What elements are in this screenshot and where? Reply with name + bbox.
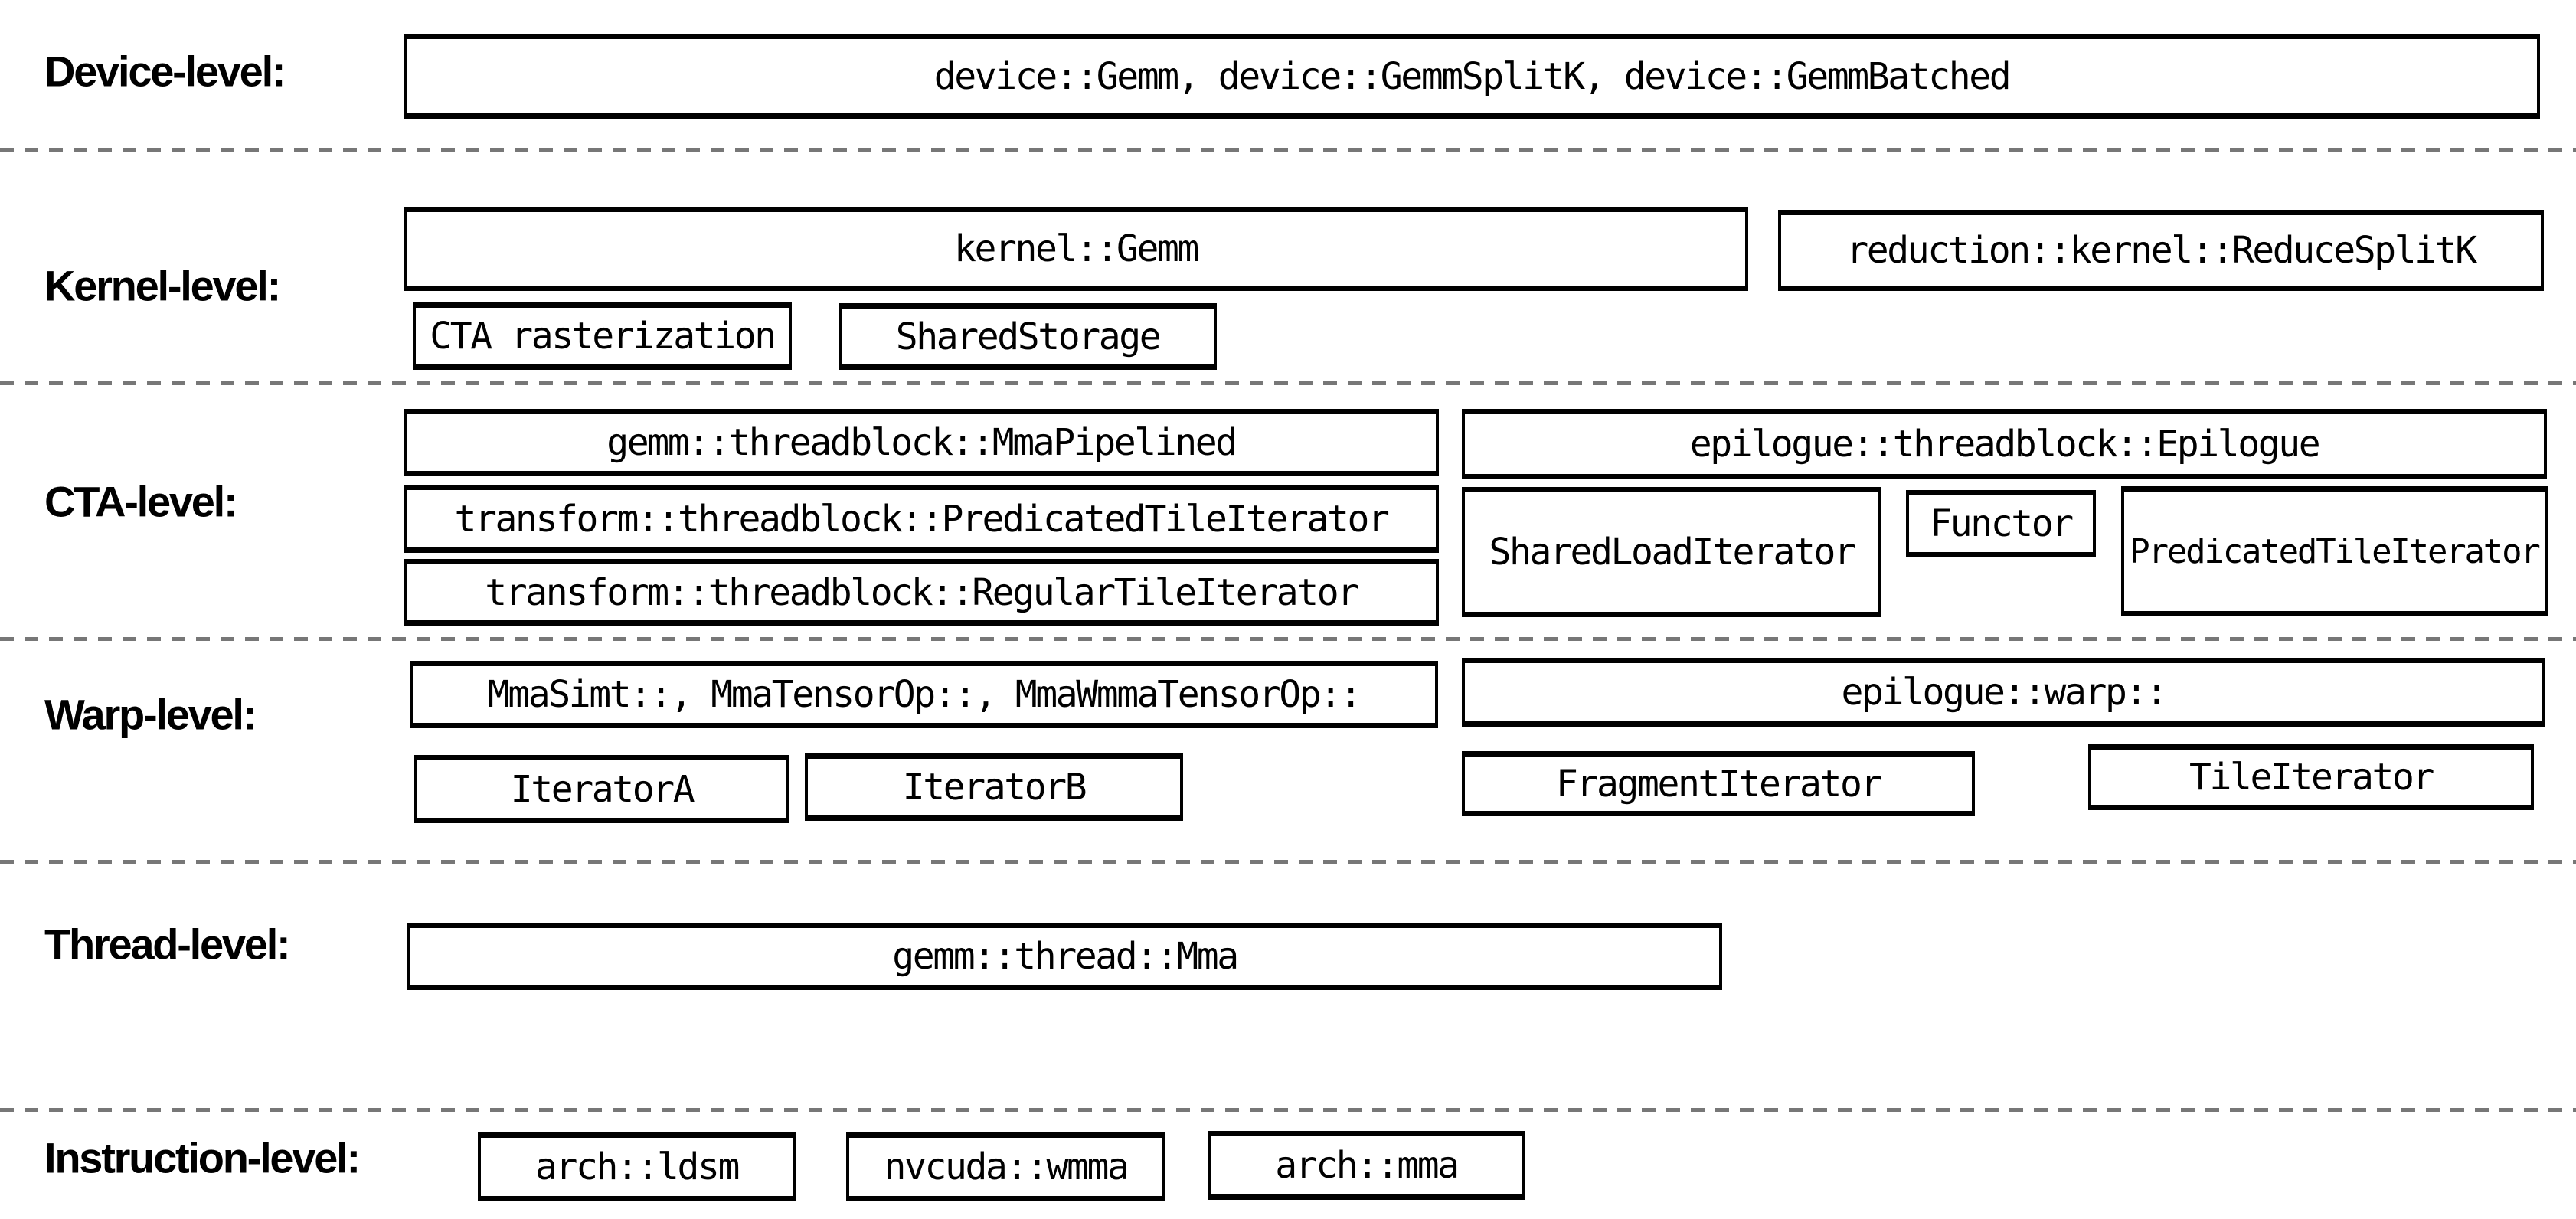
- box-text: nvcuda::wmma: [884, 1145, 1129, 1188]
- box-warp-mma-variants: MmaSimt::, MmaTensorOp::, MmaWmmaTensorO…: [410, 661, 1438, 728]
- box-text: arch::mma: [1275, 1144, 1460, 1187]
- box-transform-predicated-tile-iterator: transform::threadblock::PredicatedTileIt…: [404, 485, 1439, 553]
- box-cta-rasterization: CTA rasterization: [413, 302, 792, 370]
- box-text: transform::threadblock::RegularTileItera…: [485, 570, 1359, 614]
- level-label-thread: Thread-level:: [44, 920, 291, 969]
- box-text: IteratorB: [902, 766, 1087, 809]
- box-text: SharedLoadIterator: [1489, 531, 1856, 574]
- box-text: transform::threadblock::PredicatedTileIt…: [454, 497, 1390, 541]
- box-iterator-a: IteratorA: [414, 755, 789, 823]
- box-nvcuda-wmma: nvcuda::wmma: [846, 1132, 1165, 1201]
- box-functor: Functor: [1906, 490, 2096, 557]
- box-text: epilogue::warp::: [1841, 671, 2168, 714]
- level-separator: [0, 637, 2576, 641]
- level-label-cta: CTA-level:: [44, 477, 238, 526]
- box-text: gemm::thread::Mma: [892, 935, 1239, 978]
- box-mma-pipelined: gemm::threadblock::MmaPipelined: [404, 409, 1439, 476]
- level-label-instruction: Instruction-level:: [44, 1133, 361, 1182]
- box-thread-mma: gemm::thread::Mma: [407, 923, 1722, 990]
- box-shared-load-iterator: SharedLoadIterator: [1462, 487, 1881, 617]
- box-shared-storage: SharedStorage: [839, 303, 1217, 370]
- box-iterator-b: IteratorB: [805, 753, 1183, 821]
- box-text: PredicatedTileIterator: [2130, 531, 2541, 571]
- level-separator: [0, 381, 2576, 385]
- box-tile-iterator: TileIterator: [2088, 744, 2534, 810]
- box-text: kernel::Gemm: [954, 227, 1199, 270]
- level-label-kernel: Kernel-level:: [44, 261, 281, 310]
- box-text: reduction::kernel::ReduceSplitK: [1846, 229, 2477, 272]
- box-text: CTA rasterization: [430, 315, 776, 358]
- box-reduce-splitk: reduction::kernel::ReduceSplitK: [1778, 210, 2544, 291]
- box-epilogue-predicated-tile-iterator: PredicatedTileIterator: [2121, 486, 2548, 616]
- level-separator: [0, 1108, 2576, 1112]
- box-text: IteratorA: [510, 767, 695, 811]
- box-epilogue-threadblock: epilogue::threadblock::Epilogue: [1462, 409, 2547, 479]
- box-fragment-iterator: FragmentIterator: [1462, 751, 1975, 816]
- box-text: gemm::threadblock::MmaPipelined: [606, 421, 1237, 464]
- box-text: device::Gemm, device::GemmSplitK, device…: [933, 54, 2012, 98]
- level-label-device: Device-level:: [44, 47, 286, 96]
- box-device-gemm-family: device::Gemm, device::GemmSplitK, device…: [404, 34, 2540, 119]
- box-arch-mma: arch::mma: [1208, 1131, 1525, 1200]
- level-separator: [0, 860, 2576, 864]
- box-transform-regular-tile-iterator: transform::threadblock::RegularTileItera…: [404, 559, 1439, 626]
- box-text: MmaSimt::, MmaTensorOp::, MmaWmmaTensorO…: [487, 673, 1362, 716]
- box-text: arch::ldsm: [535, 1145, 740, 1188]
- box-text: FragmentIterator: [1556, 762, 1882, 806]
- level-separator: [0, 148, 2576, 152]
- box-text: SharedStorage: [895, 315, 1162, 358]
- box-epilogue-warp: epilogue::warp::: [1462, 658, 2545, 727]
- box-text: Functor: [1930, 502, 2074, 545]
- box-text: epilogue::threadblock::Epilogue: [1689, 423, 2321, 466]
- box-kernel-gemm: kernel::Gemm: [404, 207, 1748, 291]
- box-arch-ldsm: arch::ldsm: [478, 1132, 796, 1201]
- level-label-warp: Warp-level:: [44, 690, 257, 739]
- box-text: TileIterator: [2189, 756, 2434, 799]
